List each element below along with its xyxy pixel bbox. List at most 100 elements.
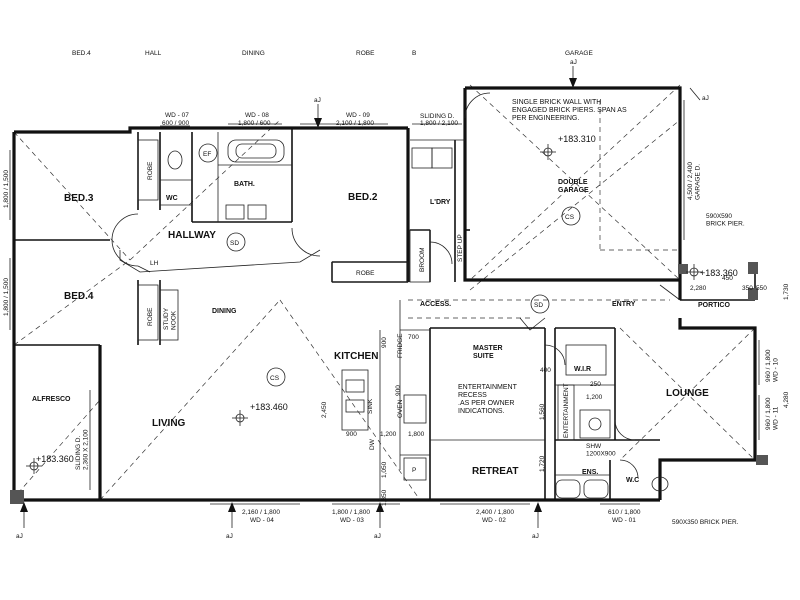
level-marker-living: +183.460: [232, 402, 288, 426]
window-top-1-id: WD - 07: [165, 112, 189, 119]
window-lounge-e2: 960 / 1,800WD - 11: [765, 397, 779, 430]
study-nook-box: [159, 289, 179, 341]
room-ens: ENS.: [582, 469, 598, 476]
toilet-top: [167, 150, 183, 170]
door-swings: [111, 92, 681, 479]
label-lh: LH: [150, 260, 159, 267]
dim-pier-550: 550: [756, 285, 767, 292]
level-garage: +183.310: [558, 134, 596, 144]
window-bed4-w: 1,800 / 1,500: [3, 278, 10, 316]
window-top-4-size: 1,800 / 2,100: [420, 120, 458, 127]
dim-kitchen-2450: 2,450: [321, 401, 328, 418]
header-label-1: BED.4: [72, 50, 91, 57]
room-lounge: LOUNGE: [666, 388, 709, 399]
room-portico: PORTICO: [698, 302, 730, 309]
dim-kitchen-1800: 1,800: [408, 431, 425, 438]
dim-fridge-900: 900: [395, 385, 402, 396]
aj-marker-4: aJ: [374, 533, 381, 540]
dim-kitchen-900b: 900: [381, 337, 388, 348]
window-bottom-2-id: WD - 03: [340, 517, 364, 524]
windows-top-labels: WD - 07 600 / 900 WD - 08 1,800 / 600 WD…: [162, 112, 458, 127]
aj-marker-3: aJ: [226, 533, 233, 540]
room-dining: DINING: [212, 308, 237, 315]
exterior-walls: [12, 86, 757, 502]
label-sink: SINK: [367, 398, 374, 414]
exhaust-fan-circle: [198, 143, 218, 163]
dim-kitchen-700: 700: [408, 334, 419, 341]
window-bottom-2-size: 1,800 / 1,800: [332, 509, 370, 516]
window-bottom-3-id: WD - 02: [482, 517, 506, 524]
kitchen-island: [341, 369, 369, 431]
vanity-basin: [225, 204, 245, 220]
section-markers: aJ aJ aJ aJ aJ aJ aJ: [16, 59, 709, 540]
aj-marker-7: aJ: [702, 95, 709, 102]
label-cs-garage: CS: [565, 214, 575, 221]
room-bed3: BED.3: [64, 193, 94, 204]
window-bottom-4-id: WD - 01: [612, 517, 636, 524]
windows-bottom-labels: 2,160 / 1,800 WD - 04 1,800 / 1,800 WD -…: [242, 509, 641, 524]
room-living: LIVING: [152, 418, 186, 429]
note-brick-pier-bottom: 590X350 BRICK PIER.: [672, 519, 739, 526]
header-label-6: GARAGE: [565, 50, 593, 57]
room-labels: BED.3 BED.4 BED.2 BATH. WC HALLWAY L'DRY…: [32, 179, 730, 484]
label-fridge: FRIDGE: [397, 333, 404, 358]
level-alfresco: +183.360: [36, 454, 74, 464]
bathtub: [227, 139, 285, 163]
robe-bed4-box: [137, 284, 159, 341]
dim-portico-350: 350: [742, 285, 753, 292]
window-top-3-id: WD - 09: [346, 112, 370, 119]
aj-marker-1: aJ: [314, 97, 321, 104]
dim-portico-2280: 2,280: [690, 285, 707, 292]
dim-ens-1720: 1,720: [539, 455, 546, 472]
oven-box: [403, 394, 427, 424]
pier-4: [10, 490, 24, 504]
level-marker-garage: +183.310: [540, 134, 596, 160]
label-sd-hall: SD: [230, 240, 239, 247]
label-robe-bed3: ROBE: [147, 161, 154, 180]
window-lounge-e1: 960 / 1,800WD - 10: [765, 349, 779, 382]
pier-1: [678, 264, 688, 274]
label-step-up: STEP UP: [457, 234, 464, 262]
window-bottom-1-size: 2,160 / 1,800: [242, 509, 280, 516]
window-bottom-1-id: WD - 04: [250, 517, 274, 524]
room-laundry: L'DRY: [430, 199, 451, 206]
note-sliding-top: SLIDING D.: [420, 113, 455, 120]
label-cs-living: CS: [270, 375, 280, 382]
label-broom: BROOM: [419, 247, 426, 272]
dim-wir-400: 400: [540, 367, 551, 374]
dim-kitchen-1850: 1,850: [381, 489, 388, 506]
header-label-5: B: [412, 50, 416, 57]
dim-right-1730: 1,730: [783, 283, 790, 300]
room-hallway: HALLWAY: [168, 230, 216, 241]
pantry-box: [403, 457, 427, 481]
aj-marker-6: aJ: [16, 533, 23, 540]
dim-wir-250: 250: [590, 381, 601, 388]
level-living: +183.460: [250, 402, 288, 412]
dimensions: 2,450 900 1,200 1,800 900 1,050 1,850 70…: [321, 275, 790, 506]
dim-wir-1200: 1,200: [586, 394, 603, 401]
room-entry: ENTRY: [612, 301, 636, 308]
dim-kitchen-900a: 900: [346, 431, 357, 438]
dim-right-4280: 4,280: [783, 391, 790, 408]
roof-lines: [11, 84, 756, 501]
window-bottom-3-size: 2,400 / 1,800: [476, 509, 514, 516]
robe-bed3-box: [137, 139, 159, 201]
small-labels: ROBE ROBE ROBE BROOM STUDYNOOK STEP UP L…: [147, 151, 616, 474]
dim-kitchen-1050: 1,050: [381, 461, 388, 478]
pier-3: [748, 288, 758, 300]
level-marker-alfresco: +183.360: [26, 454, 74, 474]
window-bed3-w: 1,800 / 1,500: [3, 170, 10, 208]
dim-ens-1560: 1,560: [539, 403, 546, 420]
room-bath: BATH.: [234, 181, 255, 188]
brick-piers: [10, 262, 768, 504]
dim-pier-450: 450: [722, 275, 733, 282]
robe-bed2-box: [331, 261, 409, 283]
window-garage-e: 4,500 / 2,400GARAGE D.: [687, 162, 701, 200]
header-label-4: ROBE: [356, 50, 375, 57]
room-wc-ens: W.C: [626, 477, 639, 484]
interior-walls: [14, 128, 756, 500]
windows: [9, 100, 760, 505]
